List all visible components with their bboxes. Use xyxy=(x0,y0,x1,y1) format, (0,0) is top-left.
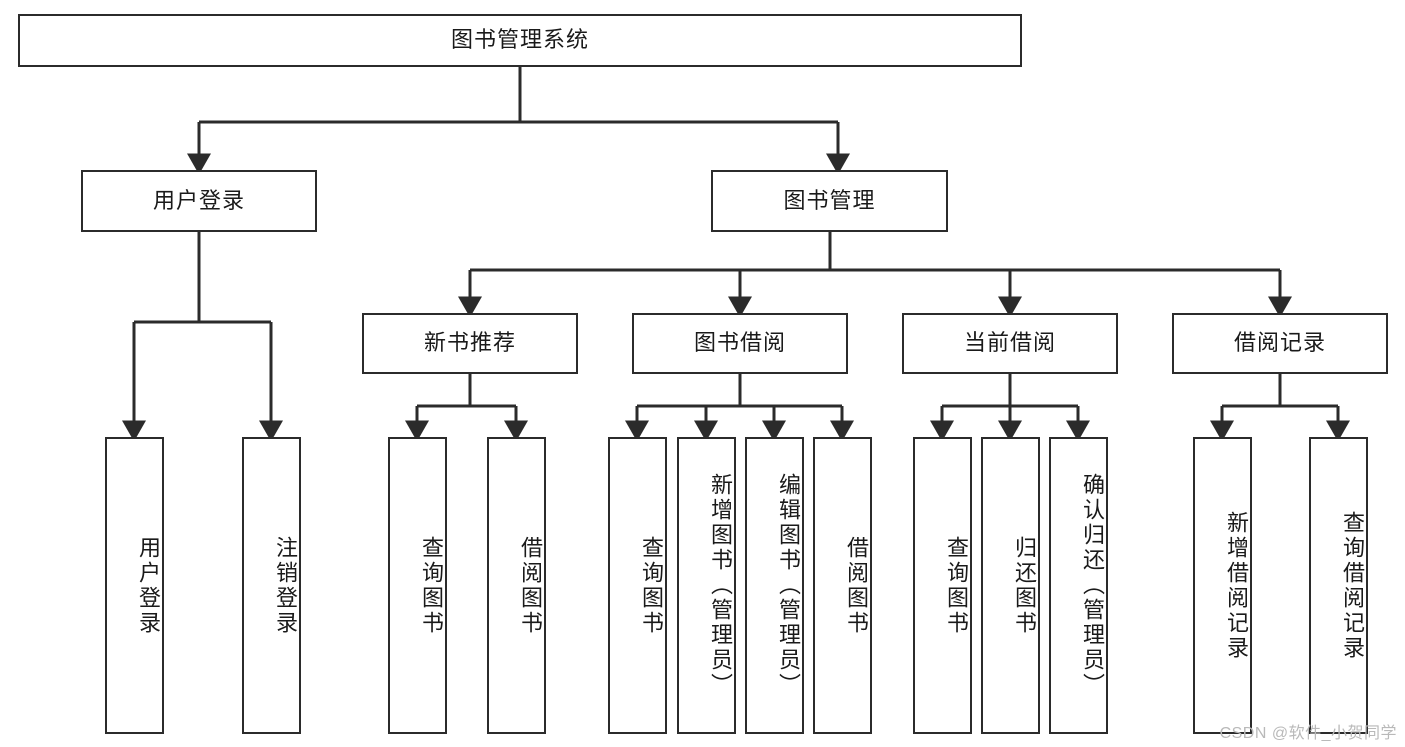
node-label: 归还图书 xyxy=(1012,535,1037,636)
node-book-borrow[interactable]: 图书借阅 xyxy=(632,313,848,374)
node-label: 图书管理 xyxy=(783,187,876,213)
node-label: 确认归还（管理员） xyxy=(1080,473,1105,698)
node-label: 编辑图书（管理员） xyxy=(776,473,801,698)
node-label: 查询图书 xyxy=(419,535,444,636)
node-leaf-query-book-a[interactable]: 查询图书 xyxy=(388,437,447,734)
node-leaf-query-book-c[interactable]: 查询图书 xyxy=(913,437,972,734)
node-new-book-recommend[interactable]: 新书推荐 xyxy=(362,313,578,374)
node-label: 用户登录 xyxy=(136,535,161,636)
node-label: 新书推荐 xyxy=(423,330,516,356)
watermark-credit: CSDN @软件_小贺同学 xyxy=(1219,725,1397,742)
node-borrow-record[interactable]: 借阅记录 xyxy=(1172,313,1388,374)
node-label: 注销登录 xyxy=(273,535,298,636)
node-leaf-borrow-book-a[interactable]: 借阅图书 xyxy=(487,437,546,734)
node-leaf-user-login[interactable]: 用户登录 xyxy=(105,437,164,734)
node-label: 借阅记录 xyxy=(1233,330,1326,356)
node-leaf-logout[interactable]: 注销登录 xyxy=(242,437,301,734)
node-label: 图书管理系统 xyxy=(450,27,589,53)
node-leaf-edit-book[interactable]: 编辑图书（管理员） xyxy=(745,437,804,734)
node-label: 新增图书（管理员） xyxy=(708,473,733,698)
node-leaf-borrow-book-b[interactable]: 借阅图书 xyxy=(813,437,872,734)
node-leaf-add-record[interactable]: 新增借阅记录 xyxy=(1193,437,1252,734)
node-current-borrow[interactable]: 当前借阅 xyxy=(902,313,1118,374)
node-user-login[interactable]: 用户登录 xyxy=(81,170,317,232)
node-leaf-query-record[interactable]: 查询借阅记录 xyxy=(1309,437,1368,734)
node-label: 查询图书 xyxy=(639,535,664,636)
node-label: 图书借阅 xyxy=(693,330,786,356)
node-book-manage[interactable]: 图书管理 xyxy=(711,170,948,232)
node-label: 新增借阅记录 xyxy=(1224,510,1249,661)
node-label: 当前借阅 xyxy=(963,330,1056,356)
node-label: 查询借阅记录 xyxy=(1340,510,1365,661)
node-leaf-query-book-b[interactable]: 查询图书 xyxy=(608,437,667,734)
node-root-system[interactable]: 图书管理系统 xyxy=(18,14,1022,67)
node-leaf-confirm-return[interactable]: 确认归还（管理员） xyxy=(1049,437,1108,734)
node-leaf-return-book[interactable]: 归还图书 xyxy=(981,437,1040,734)
node-label: 查询图书 xyxy=(944,535,969,636)
node-label: 用户登录 xyxy=(152,187,245,213)
node-label: 借阅图书 xyxy=(844,535,869,636)
node-label: 借阅图书 xyxy=(518,535,543,636)
node-leaf-add-book[interactable]: 新增图书（管理员） xyxy=(677,437,736,734)
